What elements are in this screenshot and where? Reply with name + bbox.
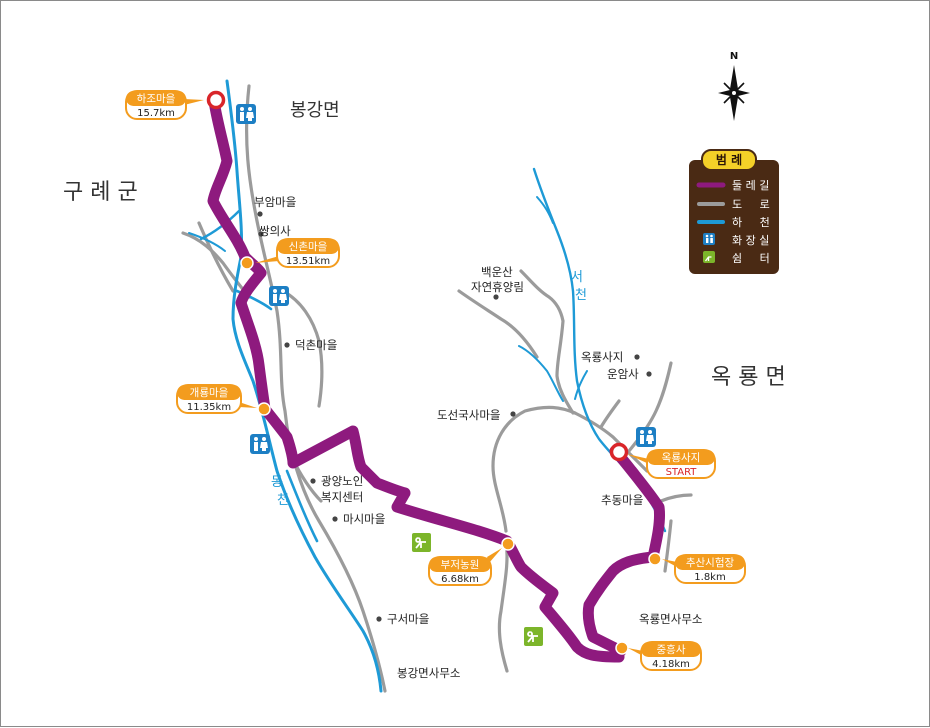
legend-toilet-icon xyxy=(703,233,715,245)
callout-chusan: 추산시험장 1.8km xyxy=(662,554,746,584)
compass-icon xyxy=(718,65,750,121)
place-buam: 부암마을 xyxy=(254,195,296,209)
end-point-marker xyxy=(206,90,226,110)
place-unamsa: 운암사 xyxy=(607,367,639,381)
callout-sinchon-dist: 13.51km xyxy=(286,256,330,267)
callout-jungheung: 중흥사 4.18km xyxy=(628,641,702,671)
toilet-icon xyxy=(636,427,656,447)
callout-hajo-name: 하조마을 xyxy=(137,92,176,105)
toilet-icon xyxy=(250,434,270,454)
legend-title: 범 례 xyxy=(716,152,742,167)
legend-rest-area-icon xyxy=(703,251,715,263)
callout-jungheung-dist: 4.18km xyxy=(652,659,690,670)
compass-north-label: N xyxy=(730,51,738,62)
legend-item-toilet: 화 장 실 xyxy=(732,234,769,247)
place-deokchon: 덕촌마을 xyxy=(295,338,337,352)
region-east-label: 옥 룡 면 xyxy=(711,365,786,390)
legend-item-trail: 둘 레 길 xyxy=(732,179,769,192)
legend: 범 례 둘 레 길 도 로 하 천 화 장 실 쉼 터 xyxy=(689,149,779,274)
rivers xyxy=(188,79,667,693)
river-label-dongcheon-1: 동 xyxy=(271,475,283,490)
callout-okryong-start-dist: START xyxy=(666,467,698,478)
callout-jungheung-name: 중흥사 xyxy=(657,643,686,656)
river-label-seocheon-1: 서 xyxy=(571,270,583,285)
roads xyxy=(181,84,693,693)
callout-bujeo-dist: 6.68km xyxy=(441,574,479,585)
legend-item-river: 하 천 xyxy=(732,215,770,229)
place-doseon: 도선국사마을 xyxy=(437,408,500,422)
place-markers xyxy=(257,211,652,622)
place-ssangui: 쌍의사 xyxy=(259,224,291,238)
place-gwangyang-senior-1: 광양노인 xyxy=(321,474,363,488)
river-label-dongcheon-2: 천 xyxy=(277,493,289,508)
place-baekunsan-2: 자연휴양림 xyxy=(471,280,524,294)
place-okryong-office: 옥룡면사무소 xyxy=(639,612,702,626)
rest-area-icon xyxy=(524,627,543,646)
place-gwangyang-senior-2: 복지센터 xyxy=(321,490,363,504)
region-north-label: 봉강면 xyxy=(290,100,340,121)
callout-gaeryong: 개룡마을 11.35km xyxy=(176,384,257,414)
callout-okryong-start-name: 옥룡사지 xyxy=(662,452,701,464)
toilet-icon xyxy=(269,286,289,306)
callout-bujeo: 부저농원 6.68km xyxy=(428,548,502,586)
place-masi: 마시마을 xyxy=(343,512,385,526)
callout-hajo-dist: 15.7km xyxy=(137,108,175,119)
callout-gaeryong-dist: 11.35km xyxy=(187,402,231,413)
legend-item-rest: 쉼 터 xyxy=(732,252,770,265)
legend-item-road: 도 로 xyxy=(732,198,770,211)
callout-chusan-dist: 1.8km xyxy=(694,572,725,583)
callout-gaeryong-name: 개룡마을 xyxy=(190,387,229,399)
callout-sinchon: 신촌마을 13.51km xyxy=(255,238,340,268)
callout-hajo: 하조마을 15.7km xyxy=(125,90,204,120)
callout-bujeo-name: 부저농원 xyxy=(441,559,480,571)
river-label-seocheon-2: 천 xyxy=(575,288,587,303)
rest-area-icon xyxy=(412,533,431,552)
place-chudong: 추동마을 xyxy=(601,493,643,507)
place-guseo: 구서마을 xyxy=(387,612,429,626)
callout-chusan-name: 추산시험장 xyxy=(686,557,735,569)
region-west-label: 구 례 군 xyxy=(63,180,138,205)
start-point-marker xyxy=(609,442,629,462)
callout-sinchon-name: 신촌마을 xyxy=(289,241,328,253)
place-baekunsan-1: 백운산 xyxy=(481,265,513,279)
place-okryongsaji: 옥룡사지 xyxy=(581,350,623,364)
trail-line xyxy=(207,95,625,663)
callout-okryong-start: 옥룡사지 START xyxy=(627,449,716,479)
place-bonggang-office: 봉강면사무소 xyxy=(397,666,460,680)
waypoint-dots xyxy=(240,256,662,655)
toilet-icon xyxy=(236,104,256,124)
